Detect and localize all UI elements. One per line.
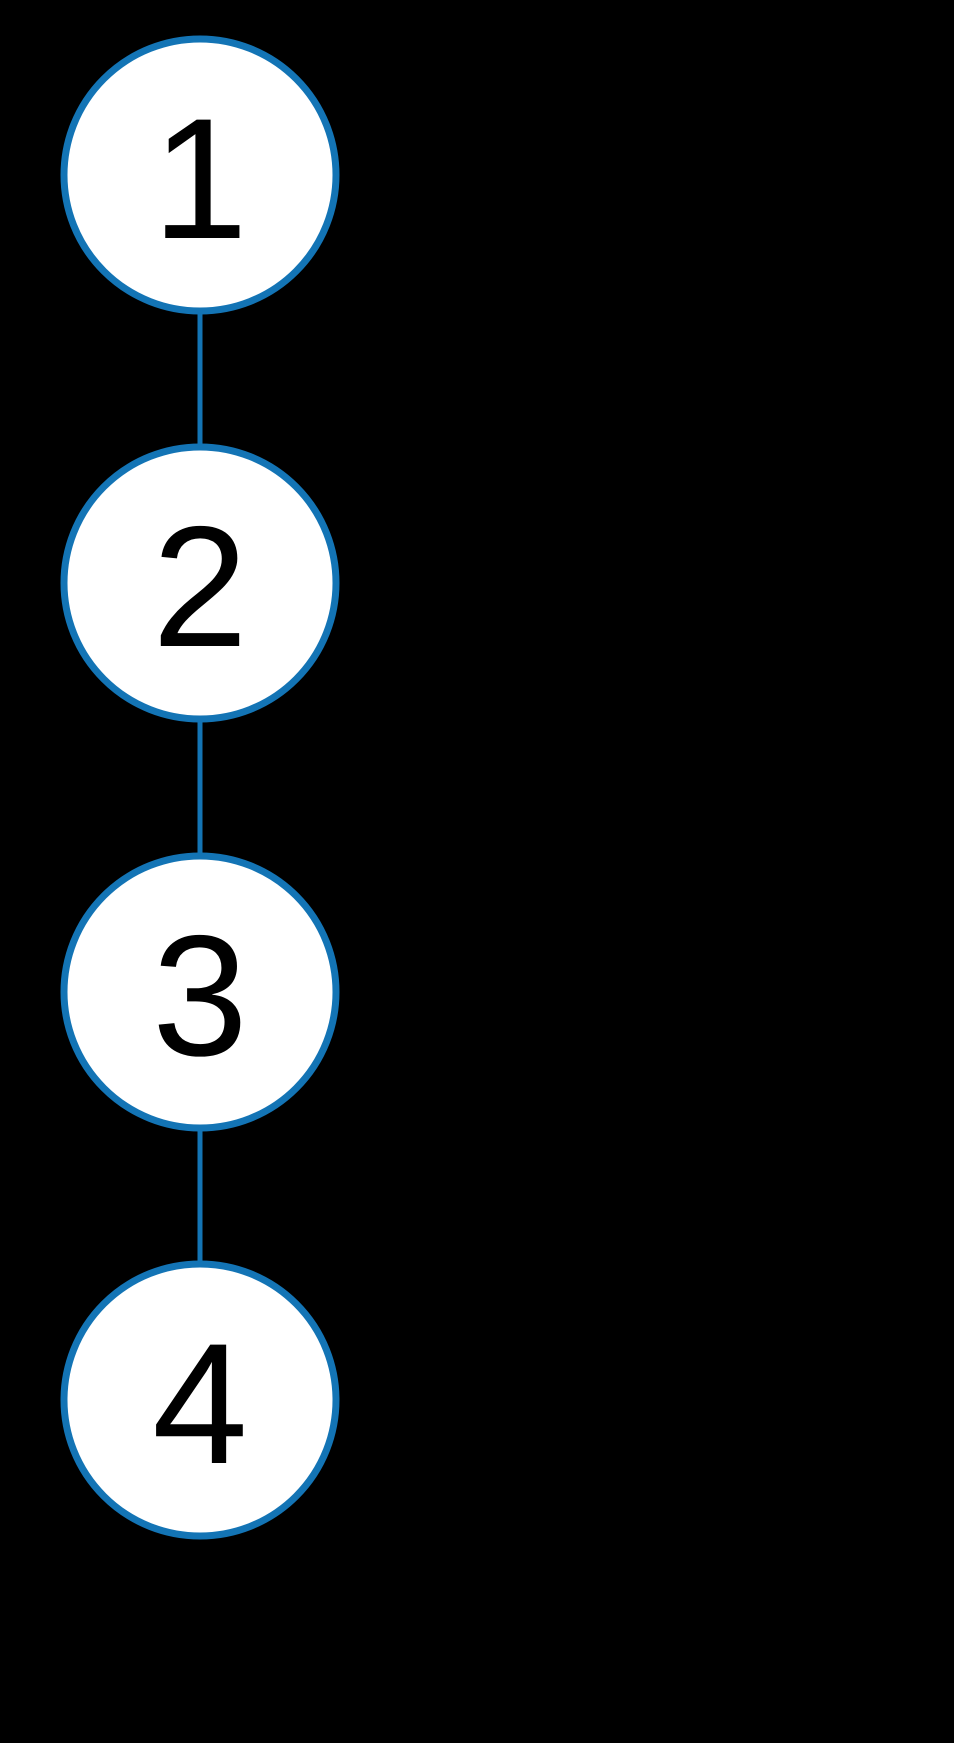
node-label-3: 3 — [152, 900, 248, 1092]
graph-node-4[interactable]: 4 — [60, 1260, 340, 1540]
node-label-1: 1 — [152, 83, 248, 275]
graph-node-3[interactable]: 3 — [60, 852, 340, 1132]
node-circle-4[interactable] — [60, 1260, 340, 1540]
node-label-4: 4 — [152, 1308, 248, 1500]
graph-node-2[interactable]: 2 — [60, 443, 340, 723]
node-circle-3[interactable] — [60, 852, 340, 1132]
node-circle-1[interactable] — [60, 35, 340, 315]
node-label-2: 2 — [152, 491, 248, 683]
node-circle-2[interactable] — [60, 443, 340, 723]
nodes-layer: 1 2 3 4 — [60, 35, 340, 1540]
graph-node-1[interactable]: 1 — [60, 35, 340, 315]
